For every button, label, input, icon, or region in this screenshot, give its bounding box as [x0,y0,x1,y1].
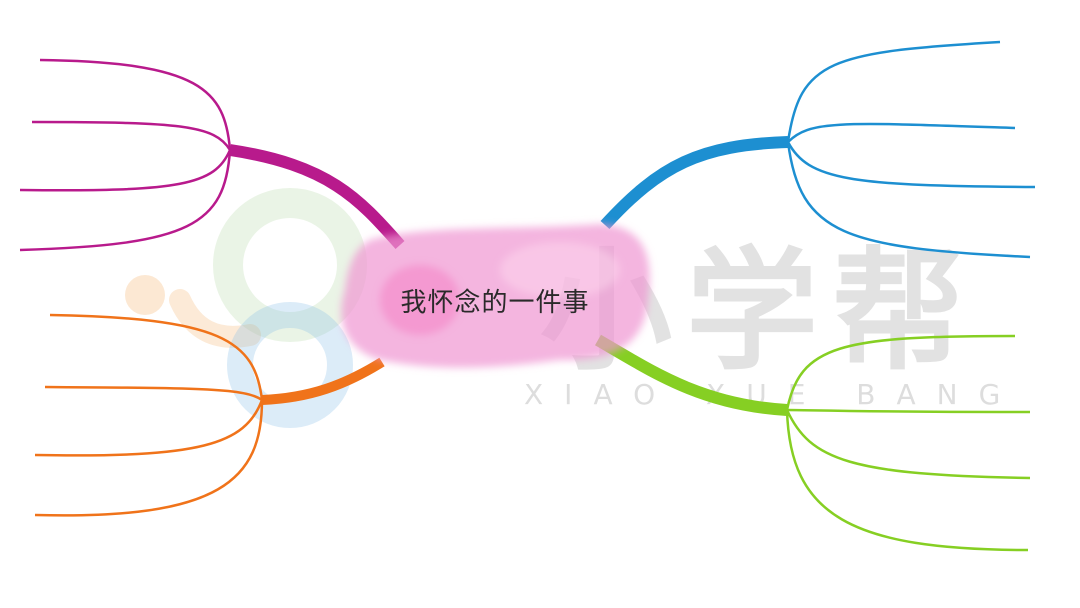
center-blob-light [500,242,620,298]
center-blob-highlight [380,265,460,335]
watermark-logo-blue-ring [227,302,353,428]
branch-top-right-sub-3 [786,141,1036,189]
branch-bottom-right-sub-1 [785,334,1016,411]
branch-bottom-left [34,313,385,517]
branch-top-left-sub-3 [19,149,232,192]
branch-top-left-sub-2 [31,120,232,151]
branch-bottom-left-sub-4 [34,399,264,517]
branch-bottom-right-trunk [595,334,788,416]
branch-top-left-trunk [229,144,405,249]
branch-top-right-sub-4 [786,141,1031,259]
branch-top-left-sub-1 [39,58,232,151]
branch-top-left-sub-4 [19,149,232,252]
branch-bottom-right-sub-4 [785,409,1029,552]
branch-bottom-right-sub-3 [785,409,1031,480]
branch-bottom-left-sub-1 [49,313,264,401]
branch-bottom-right [595,334,1031,552]
branch-top-right [600,40,1036,259]
branch-top-right-sub-1 [786,40,1001,143]
branch-top-right-trunk [600,136,789,230]
branch-top-right-sub-2 [787,122,1016,143]
watermark-logo-orange-dot [125,275,165,315]
branch-bottom-left-sub-2 [44,385,263,402]
center-topic-title[interactable]: 我怀念的一件事 [400,288,590,318]
branch-bottom-left-sub-3 [34,399,264,457]
branch-bottom-left-trunk [261,357,385,405]
branch-top-left [19,58,405,252]
branch-bottom-right-sub-2 [786,408,1031,414]
